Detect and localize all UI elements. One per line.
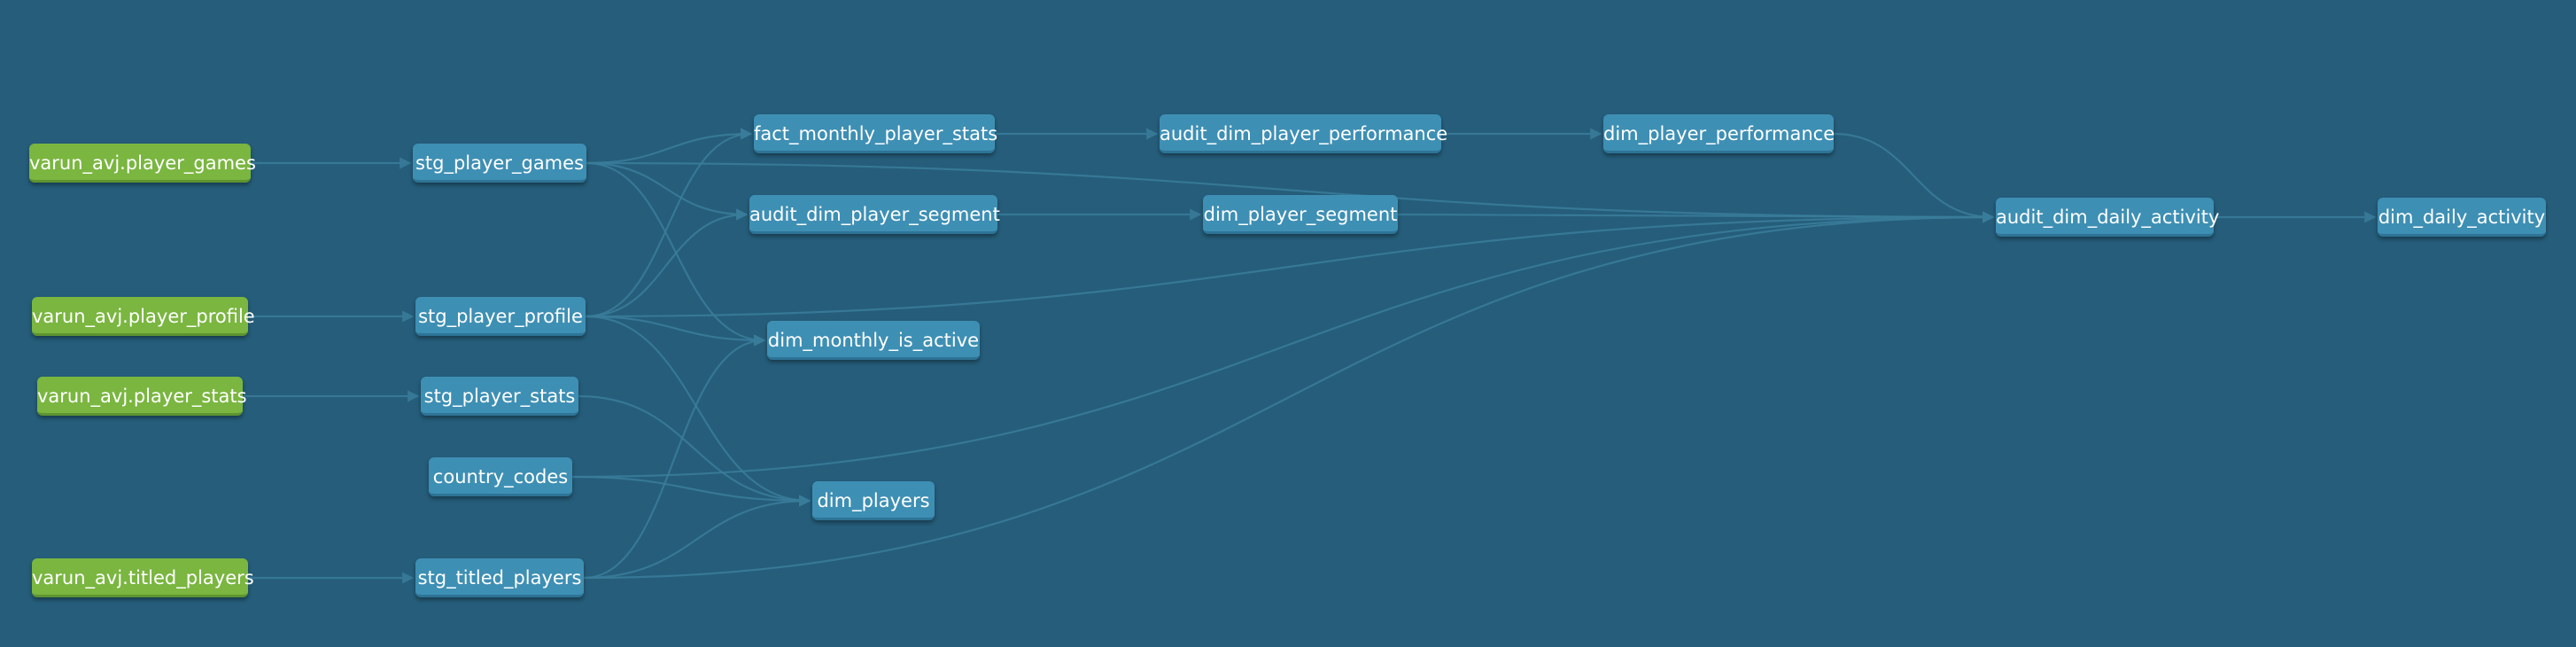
node-stg-player-games[interactable]: stg_player_games	[413, 144, 586, 183]
edge-stg_player_games-to-audit_dim_player_segment	[586, 161, 749, 221]
node-varun-avj-player-games[interactable]: varun_avj.player_games	[29, 144, 256, 183]
edge-stg_player_profile-to-fact_monthly_player_stats	[585, 128, 753, 318]
node-varun-avj-player-stats[interactable]: varun_avj.player_stats	[37, 377, 247, 416]
edge-stg_player_stats-to-dim_players	[578, 394, 811, 507]
node-country-codes[interactable]: country_codes	[429, 457, 572, 496]
node-stg-titled-players[interactable]: stg_titled_players	[415, 558, 584, 597]
node-audit-dim-player-performance[interactable]: audit_dim_player_performance	[1160, 114, 1447, 153]
edge-stg_player_profile-to-audit_dim_player_segment	[585, 208, 749, 318]
edge-country_codes-to-audit_dim_daily_activity	[571, 211, 1995, 479]
node-audit-dim-daily-activity[interactable]: audit_dim_daily_activity	[1996, 198, 2219, 237]
edge-stg_titled_players-to-dim_monthly_is_active	[583, 334, 766, 580]
node-varun-avj-player-profile[interactable]: varun_avj.player_profile	[32, 297, 255, 336]
node-dim-daily-activity[interactable]: dim_daily_activity	[2378, 198, 2546, 237]
edge-stg_titled_players-to-audit_dim_daily_activity	[583, 211, 1995, 580]
node-fact-monthly-player-stats[interactable]: fact_monthly_player_stats	[754, 114, 997, 153]
edge-country_codes-to-dim_players	[571, 475, 811, 507]
edge-stg_player_games-to-dim_monthly_is_active	[586, 161, 766, 347]
edge-stg_player_games-to-audit_dim_daily_activity	[586, 161, 1995, 223]
node-audit-dim-player-segment[interactable]: audit_dim_player_segment	[749, 195, 1000, 234]
edge-stg_player_profile-to-dim_monthly_is_active	[585, 315, 766, 347]
node-stg-player-profile[interactable]: stg_player_profile	[415, 297, 586, 336]
node-stg-player-stats[interactable]: stg_player_stats	[421, 377, 578, 416]
node-dim-players[interactable]: dim_players	[812, 481, 935, 520]
node-dim-player-segment[interactable]: dim_player_segment	[1203, 195, 1398, 234]
edge-stg_titled_players-to-dim_players	[583, 495, 811, 580]
edge-stg_player_profile-to-audit_dim_daily_activity	[585, 211, 1995, 318]
edge-dim_player_performance-to-audit_dim_daily_activity	[1833, 132, 1995, 223]
edge-stg_player_profile-to-dim_players	[585, 315, 811, 507]
node-dim-player-performance[interactable]: dim_player_performance	[1603, 114, 1835, 153]
node-dim-monthly-is-active[interactable]: dim_monthly_is_active	[767, 321, 980, 360]
edge-stg_player_games-to-fact_monthly_player_stats	[586, 128, 753, 165]
edge-dim_player_segment-to-audit_dim_daily_activity	[1397, 211, 1995, 223]
node-varun-avj-titled-players[interactable]: varun_avj.titled_players	[32, 558, 254, 597]
